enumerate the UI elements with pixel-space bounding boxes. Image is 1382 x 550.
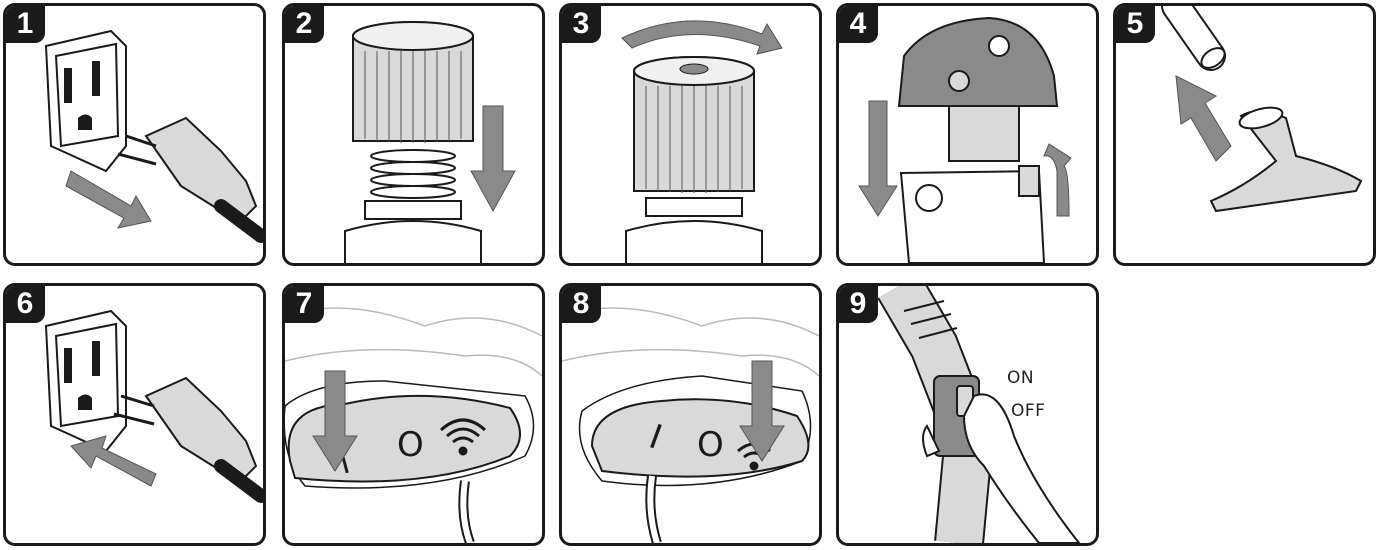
step-3-panel: 3 [559, 3, 822, 266]
outlet-slot [92, 341, 100, 376]
rotate-arrow [621, 20, 783, 55]
step-1-panel: 1 [3, 3, 266, 266]
arrow-press [739, 360, 785, 462]
switch-auto-illustration: O I [562, 307, 819, 543]
arrow-down [470, 105, 516, 213]
step-number-badge: 4 [839, 6, 878, 43]
rocker-switch [287, 394, 521, 483]
attach-nozzle-illustration [1161, 6, 1363, 213]
wifi-icon [439, 418, 487, 456]
step-6-panel: 6 [3, 283, 266, 546]
arrow-out [65, 170, 152, 229]
step-number-badge: 3 [562, 6, 601, 43]
step-number-badge: 1 [6, 6, 45, 43]
off-label: OFF [1011, 401, 1046, 421]
step-number-badge: 5 [1116, 6, 1155, 43]
plug [144, 116, 258, 223]
step-4-panel: 4 [836, 3, 1099, 266]
step-number-badge: 6 [6, 286, 45, 323]
outlet-slot [64, 348, 72, 383]
switch-off-mark: O [397, 425, 424, 465]
latch [1018, 165, 1040, 197]
floor-nozzle [1209, 110, 1363, 213]
step-7-panel: 7 O I [282, 283, 545, 546]
twist-filter-illustration [621, 20, 783, 263]
step-9-panel: 9 ON OFF [836, 283, 1099, 546]
outlet-slot [64, 68, 72, 103]
switch-off-mark: O [697, 425, 724, 465]
step-5-panel: 5 [1113, 3, 1376, 266]
outlet-ground-hole [78, 394, 92, 410]
arrow-press [312, 370, 358, 472]
arrow-up-left [1175, 75, 1232, 162]
step-number-badge: 9 [839, 286, 878, 323]
plug-in-illustration [44, 309, 263, 503]
step-number-badge: 2 [285, 6, 324, 43]
arrow-in [70, 435, 157, 487]
install-filter-illustration [344, 21, 516, 263]
on-label: ON [1007, 368, 1035, 388]
arrow-down [858, 100, 898, 217]
hand [962, 393, 1081, 543]
arrow-up [1043, 143, 1072, 217]
step-number-badge: 7 [285, 286, 324, 323]
attach-lid-illustration [858, 16, 1072, 263]
power-head [897, 16, 1059, 107]
plug [144, 376, 258, 483]
unplug-illustration [44, 29, 263, 243]
step-2-panel: 2 [282, 3, 545, 266]
switch-on-illustration: O I [285, 307, 542, 543]
outlet-slot [92, 61, 100, 96]
step-number-badge: 8 [562, 286, 601, 323]
outlet-ground-hole [78, 114, 92, 130]
hose-switch-illustration [877, 286, 1081, 543]
step-8-panel: 8 O I [559, 283, 822, 546]
